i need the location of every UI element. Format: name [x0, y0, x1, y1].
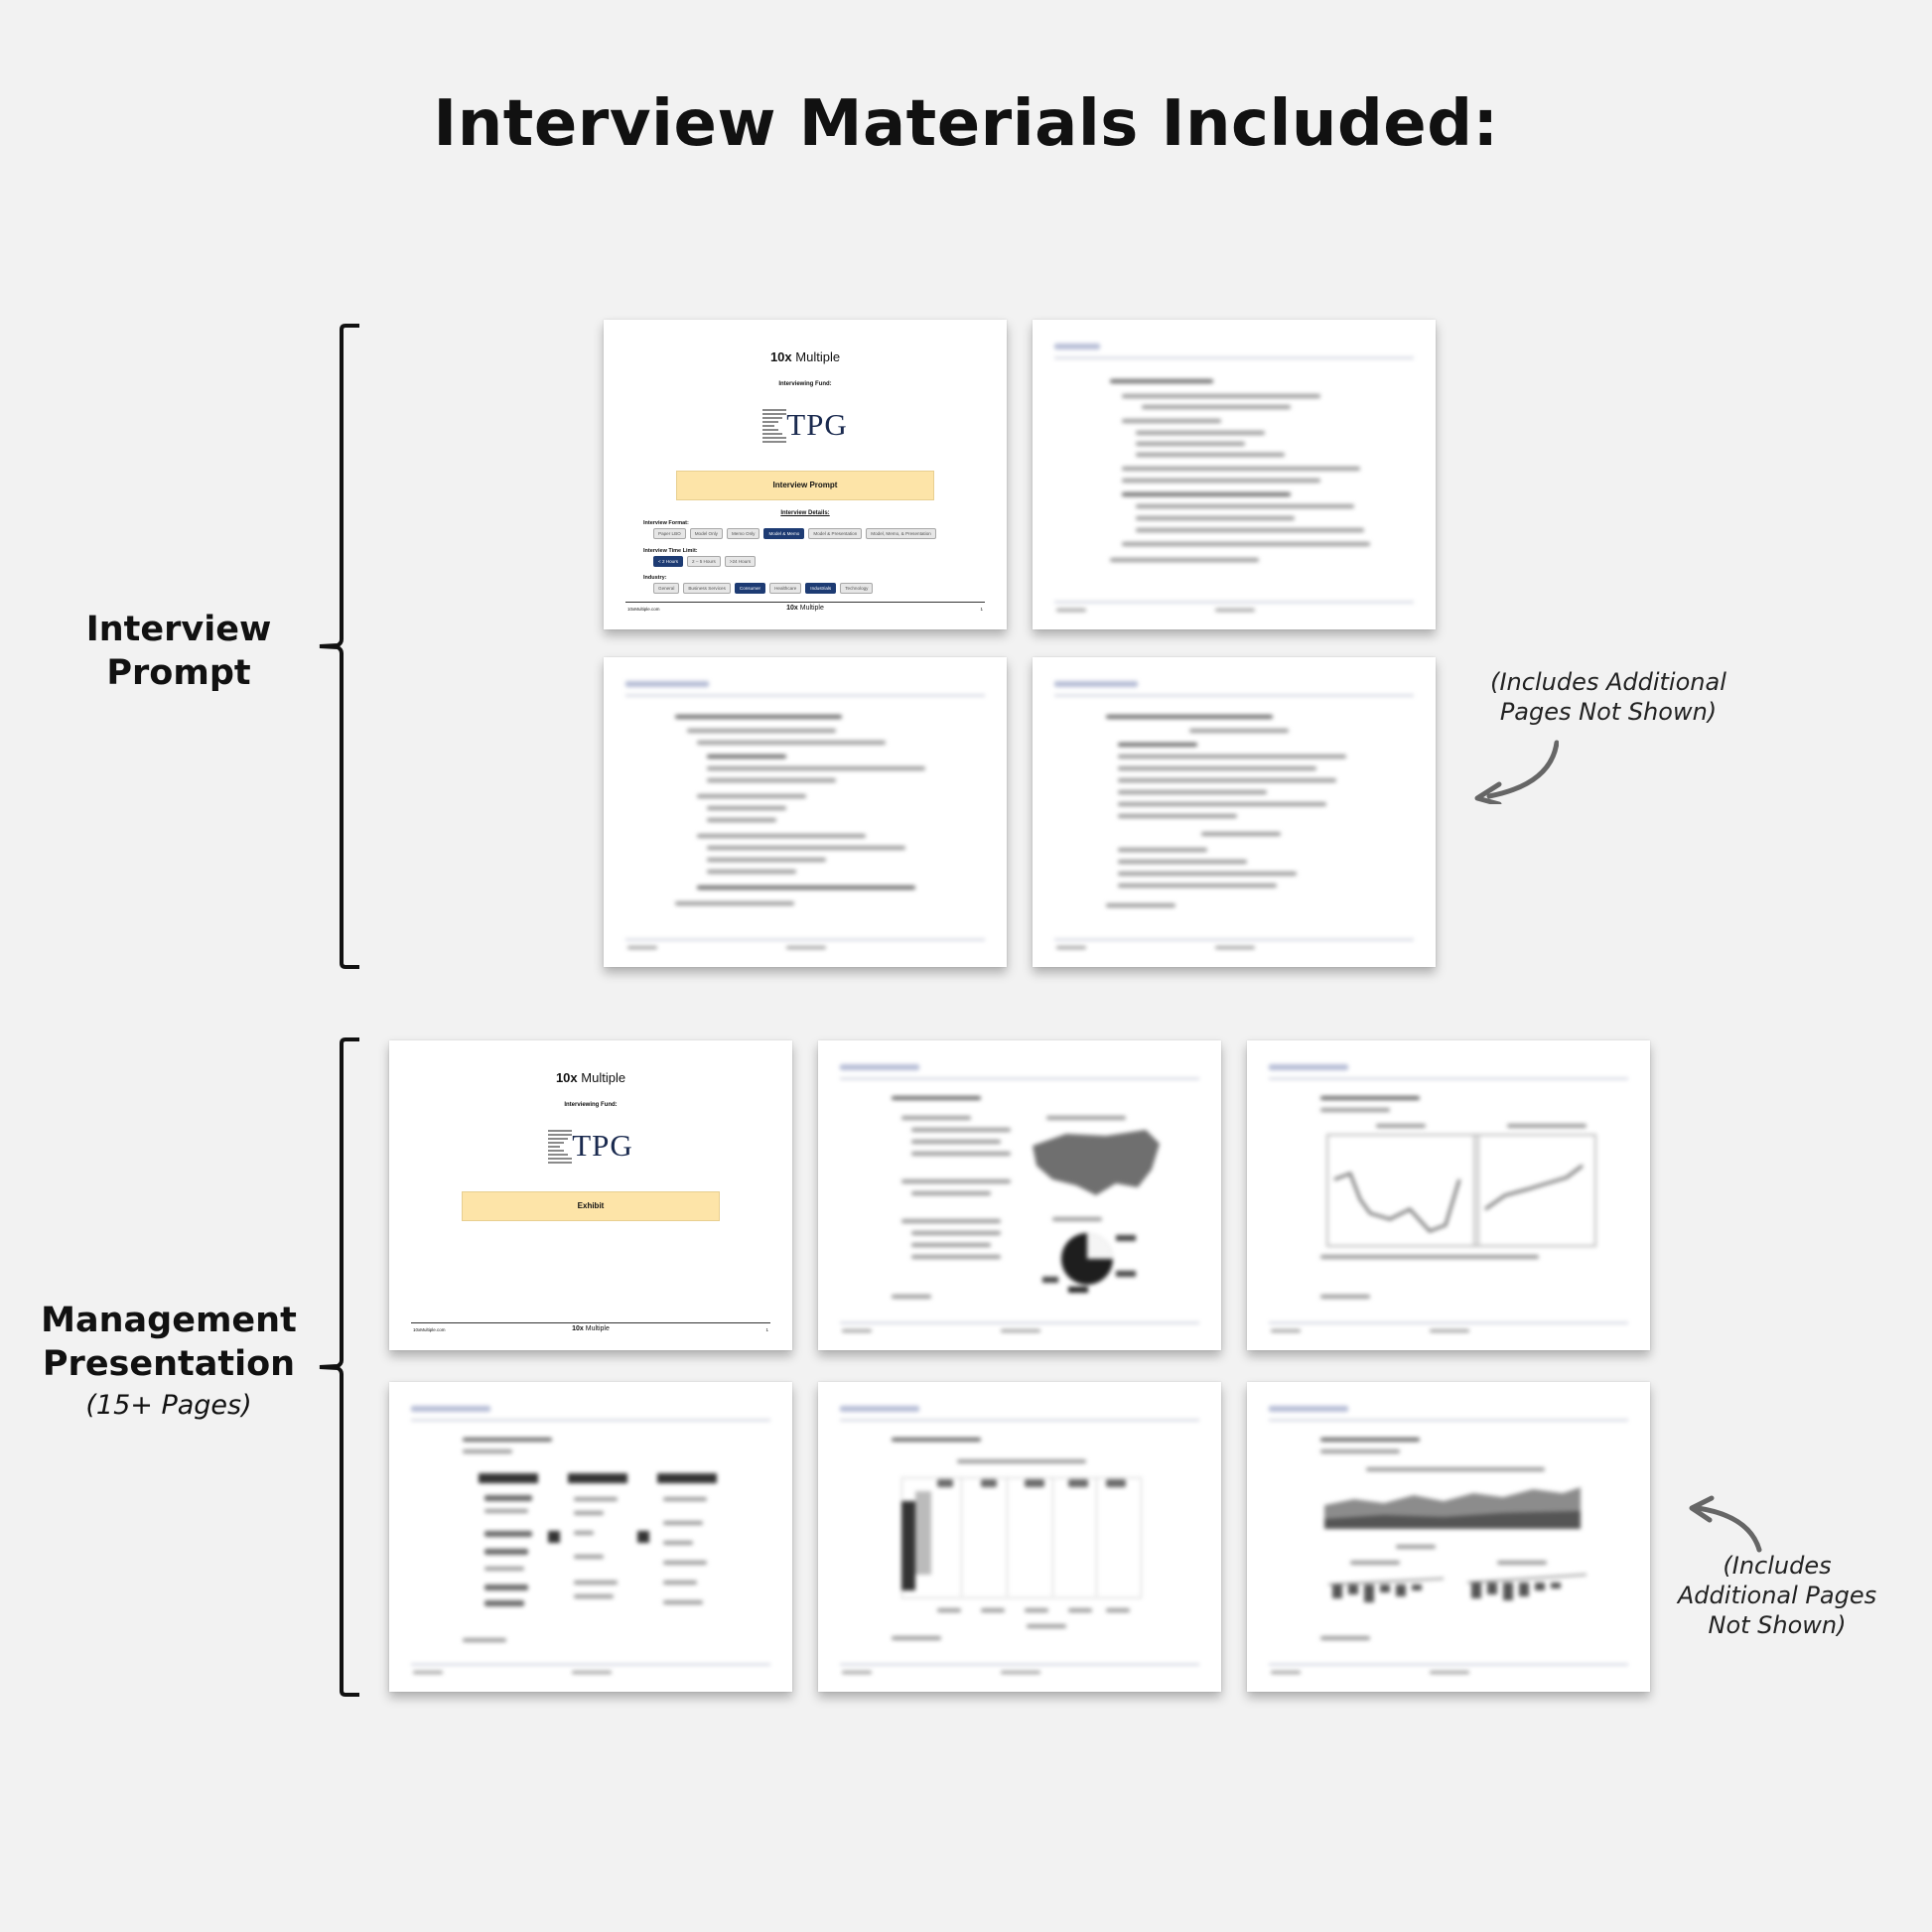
tpg-stripes-icon: [762, 407, 787, 443]
pages-count-note: (15+ Pages): [85, 1390, 252, 1421]
interview-bracket: [319, 324, 359, 969]
option-chip: Model, Memo, & Presentation: [866, 528, 936, 539]
blurred-prompt-cont-page-2: [1033, 657, 1436, 967]
management-additional-pages-note: (Includes Additional Pages Not Shown): [1648, 1551, 1906, 1640]
option-chip: Paper LBO: [653, 528, 686, 539]
footer-website: 10xMultiple.com: [627, 607, 660, 612]
note-line: (Includes Additional: [1490, 668, 1726, 696]
label-line: Presentation: [42, 1344, 296, 1384]
tpg-logo: TPG: [389, 1128, 792, 1164]
time-limit-label: Interview Time Limit:: [643, 548, 698, 554]
note-line: Additional Pages: [1677, 1582, 1877, 1609]
note-line: Not Shown): [1708, 1611, 1847, 1639]
option-chip: Model & Memo: [763, 528, 805, 539]
fund-label: Interviewing Fund:: [778, 381, 832, 387]
label-line: Interview: [85, 610, 272, 649]
option-chip: Business Services: [683, 583, 731, 594]
option-chip: Model Only: [689, 528, 723, 539]
blurred-prompt-page: [1033, 320, 1436, 629]
page-title: Interview Materials Included:: [433, 87, 1499, 161]
fund-label: Interviewing Fund:: [564, 1102, 618, 1108]
note-line: (Includes: [1723, 1552, 1832, 1580]
management-presentation-label: Management Presentation: [30, 1299, 308, 1386]
blurred-exhibit-table-page: [818, 1382, 1221, 1692]
option-chip: Technology: [840, 583, 874, 594]
option-chip: Consumer: [734, 583, 766, 594]
footer-page-number: 1: [765, 1327, 768, 1332]
blurred-exhibit-columns-page: [389, 1382, 792, 1692]
curved-arrow-icon: [1689, 1495, 1762, 1553]
footer-website: 10xMultiple.com: [413, 1327, 446, 1332]
footer-rule: [411, 1322, 770, 1323]
format-label: Interview Format:: [643, 520, 689, 526]
label-line: Prompt: [106, 653, 251, 693]
option-chip: < 2 Hours: [653, 556, 684, 567]
label-line: Management: [41, 1301, 297, 1340]
brand-logo: 10x Multiple: [769, 349, 841, 364]
note-line: Pages Not Shown): [1499, 698, 1718, 726]
presentation-cover-page: 10x Multiple Interviewing Fund: TPG Exhi…: [389, 1040, 792, 1350]
management-bracket: [319, 1037, 359, 1697]
option-chip: >24 Hours: [724, 556, 757, 567]
interview-additional-pages-note: (Includes Additional Pages Not Shown): [1459, 667, 1757, 727]
interview-cover-page: 10x Multiple Interviewing Fund: TPG Inte…: [604, 320, 1007, 629]
blurred-exhibit-area-page: [1247, 1382, 1650, 1692]
option-chip: Model & Presentation: [808, 528, 863, 539]
interview-prompt-label: Interview Prompt: [60, 608, 298, 695]
brand-logo: 10x Multiple: [555, 1070, 626, 1085]
option-chip: Industrials: [805, 583, 837, 594]
blurred-prompt-cont-page: [604, 657, 1007, 967]
blurred-exhibit-map-page: [818, 1040, 1221, 1350]
option-chip: Memo Only: [726, 528, 760, 539]
blurred-exhibit-charts-page: [1247, 1040, 1650, 1350]
footer-brand: 10x Multiple: [786, 605, 824, 612]
exhibit-banner: Exhibit: [462, 1191, 720, 1221]
option-chip: 2 – 5 Hours: [687, 556, 721, 567]
option-chip: General: [653, 583, 680, 594]
footer-page-number: 1: [980, 607, 983, 612]
interview-prompt-banner: Interview Prompt: [676, 471, 934, 500]
details-heading: Interview Details:: [780, 510, 830, 516]
option-chip: Healthcare: [769, 583, 802, 594]
footer-brand: 10x Multiple: [572, 1325, 610, 1332]
tpg-logo: TPG: [604, 407, 1007, 443]
industry-label: Industry:: [643, 575, 667, 581]
curved-arrow-icon: [1474, 740, 1559, 804]
footer-rule: [625, 602, 985, 603]
tpg-stripes-icon: [548, 1128, 573, 1164]
